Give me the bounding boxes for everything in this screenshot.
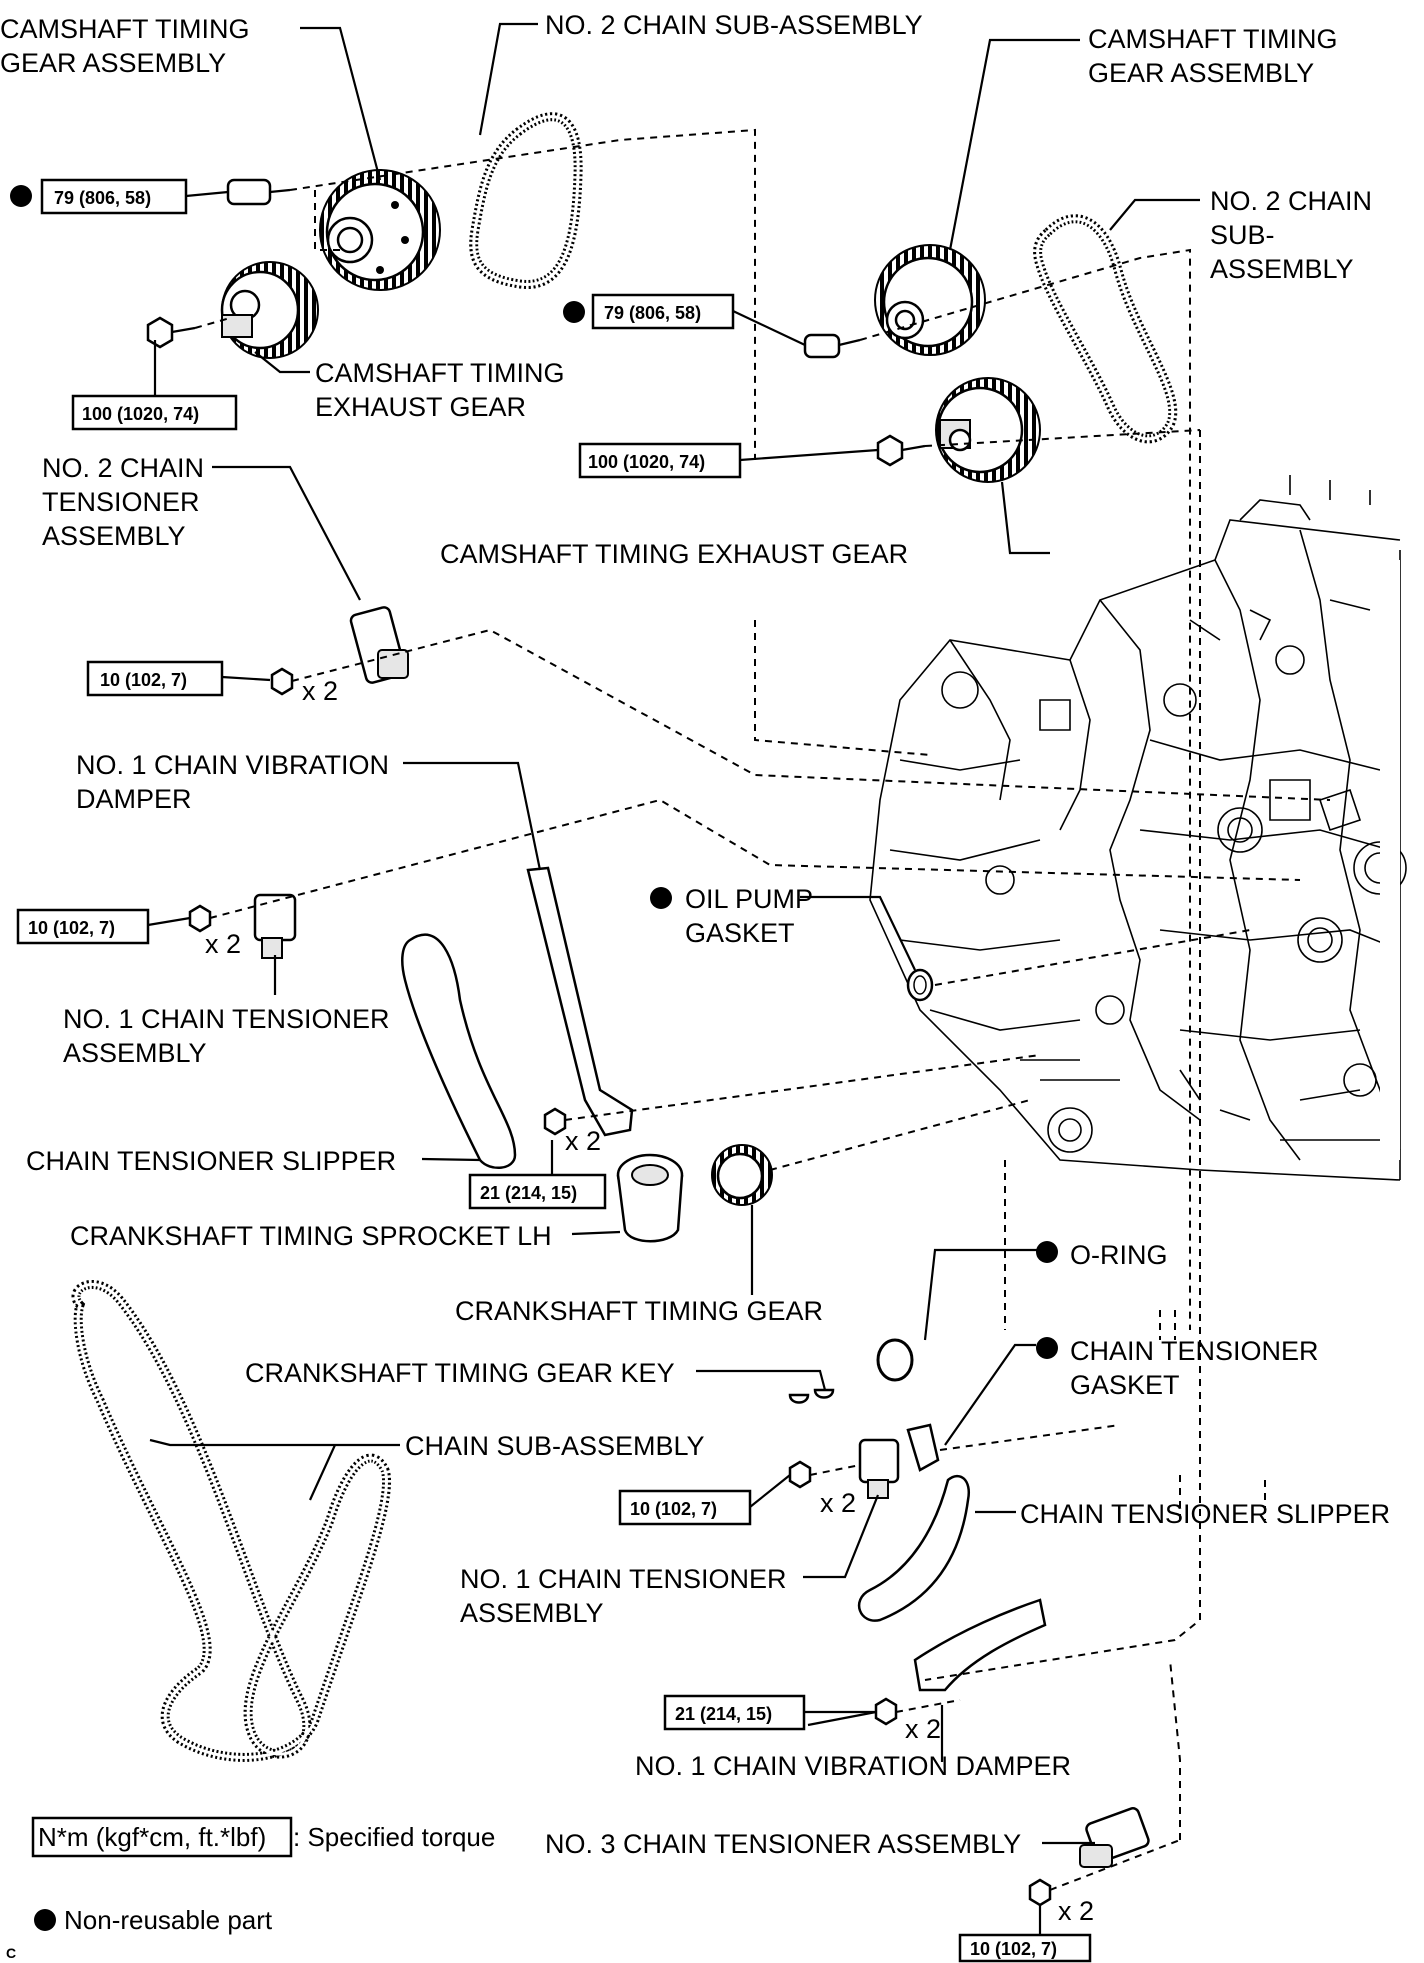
- bolt-21-right: [874, 1697, 898, 1726]
- no1-chain-tensioner-left: [253, 893, 297, 959]
- torque-79-left: 79 (806, 58): [54, 188, 151, 208]
- leader-lines: [147, 22, 1200, 1935]
- label-oil-pump-gasket-2: GASKET: [685, 918, 795, 948]
- label-crankshaft-timing-gear: CRANKSHAFT TIMING GEAR: [455, 1296, 823, 1326]
- label-crankshaft-sprocket-lh: CRANKSHAFT TIMING SPROCKET LH: [70, 1221, 552, 1251]
- torque-21-left: 21 (214, 15): [480, 1183, 577, 1203]
- corner-mark: C: [6, 1945, 16, 1961]
- chain-tensioner-slipper-left: [401, 933, 517, 1169]
- label-chain-tensioner-slipper-right: CHAIN TENSIONER SLIPPER: [1020, 1499, 1390, 1529]
- legend-dot: [34, 1909, 56, 1931]
- crankshaft-timing-gear: [711, 1144, 773, 1206]
- qty-no3-tensioner: x 2: [1058, 1896, 1094, 1926]
- legend-torque-desc: : Specified torque: [293, 1822, 495, 1852]
- bolt-10-no3: [1028, 1878, 1052, 1907]
- label-camshaft-timing-gear-left-2: GEAR ASSEMBLY: [0, 48, 226, 78]
- torque-10-no2: 10 (102, 7): [100, 670, 187, 690]
- camshaft-timing-exhaust-gear-left: [220, 261, 319, 359]
- camshaft-timing-gear-right: [874, 244, 986, 356]
- torque-10-no1-right: 10 (102, 7): [630, 1499, 717, 1519]
- label-camshaft-timing-gear-right-1: CAMSHAFT TIMING: [1088, 24, 1338, 54]
- qty-no1-tensioner-right: x 2: [820, 1488, 856, 1518]
- no1-chain-vibration-damper-right: [913, 1598, 1047, 1692]
- dot-o-ring: [1036, 1241, 1058, 1263]
- torque-100-left: 100 (1020, 74): [82, 404, 199, 424]
- qty-bolt-21-right: x 2: [905, 1714, 941, 1744]
- no2-chain-left: [469, 112, 583, 289]
- label-no2-chain-left: NO. 2 CHAIN SUB-ASSEMBLY: [545, 10, 923, 40]
- bolt-10-no1-right: [788, 1460, 812, 1489]
- camshaft-timing-exhaust-gear-right: [935, 377, 1041, 483]
- no2-chain-right: [1033, 214, 1178, 444]
- dot-79-right: [563, 301, 585, 323]
- label-no2-tensioner-1: NO. 2 CHAIN: [42, 453, 204, 483]
- qty-no2-tensioner: x 2: [302, 676, 338, 706]
- no1-chain-tensioner-right: [858, 1438, 900, 1499]
- oil-pump-gasket: [906, 968, 934, 1002]
- label-o-ring: O-RING: [1070, 1240, 1168, 1270]
- bolt-10-no2: [270, 667, 294, 696]
- label-camshaft-exhaust-left-2: EXHAUST GEAR: [315, 392, 526, 422]
- no3-chain-tensioner-assembly: [1079, 1807, 1150, 1868]
- torque-100-right: 100 (1020, 74): [588, 452, 705, 472]
- label-no1-tensioner-left-1: NO. 1 CHAIN TENSIONER: [63, 1004, 390, 1034]
- label-chain-sub-assembly: CHAIN SUB-ASSEMBLY: [405, 1431, 705, 1461]
- alignment-lines: [194, 128, 1331, 1891]
- engine-block: [869, 475, 1407, 1181]
- chain-tensioner-gasket: [906, 1423, 940, 1472]
- bolt-79-left: [226, 178, 291, 206]
- label-no2-tensioner-3: ASSEMBLY: [42, 521, 186, 551]
- dot-oil-pump-gasket: [650, 887, 672, 909]
- label-no2-chain-right-1: NO. 2 CHAIN: [1210, 186, 1372, 216]
- bolt-21-left: [543, 1107, 567, 1136]
- label-no1-tensioner-left-2: ASSEMBLY: [63, 1038, 207, 1068]
- label-chain-tensioner-slipper-left: CHAIN TENSIONER SLIPPER: [26, 1146, 396, 1176]
- dot-chain-tensioner-gasket: [1036, 1337, 1058, 1359]
- torque-10-no1-left: 10 (102, 7): [28, 918, 115, 938]
- no1-chain-vibration-damper-left: [526, 866, 634, 1137]
- main-chain-sub-assembly: [71, 1279, 392, 1762]
- torque-specs: 79 (806, 58) 79 (806, 58) 100 (1020, 74)…: [16, 178, 1092, 1963]
- label-chain-tensioner-gasket-2: GASKET: [1070, 1370, 1180, 1400]
- label-camshaft-exhaust-left-1: CAMSHAFT TIMING: [315, 358, 565, 388]
- crankshaft-timing-gear-key: [788, 1388, 835, 1404]
- bolt-100-left: [146, 316, 196, 349]
- label-camshaft-timing-gear-right-2: GEAR ASSEMBLY: [1088, 58, 1314, 88]
- qty-no1-tensioner-left: x 2: [205, 929, 241, 959]
- label-no1-tensioner-right-1: NO. 1 CHAIN TENSIONER: [460, 1564, 787, 1594]
- part-labels: CAMSHAFT TIMING GEAR ASSEMBLY NO. 2 CHAI…: [0, 10, 1390, 1859]
- legend: N*m (kgf*cm, ft.*lbf) : Specified torque…: [6, 1816, 495, 1961]
- chain-tensioner-slipper-right: [858, 1474, 971, 1622]
- label-no1-tensioner-right-2: ASSEMBLY: [460, 1598, 604, 1628]
- label-crankshaft-gear-key: CRANKSHAFT TIMING GEAR KEY: [245, 1358, 675, 1388]
- label-no1-vibration-damper-bottom: NO. 1 CHAIN VIBRATION DAMPER: [635, 1751, 1071, 1781]
- label-chain-tensioner-gasket-1: CHAIN TENSIONER: [1070, 1336, 1319, 1366]
- torque-21-right: 21 (214, 15): [675, 1704, 772, 1724]
- legend-non-reusable: Non-reusable part: [64, 1905, 273, 1935]
- bolt-79-right: [803, 333, 861, 359]
- bolt-10-no1-left: [188, 904, 212, 933]
- quantity-marks: x 2 x 2 x 2 x 2 x 2 x 2: [205, 676, 1094, 1926]
- torque-79-right: 79 (806, 58): [604, 303, 701, 323]
- dot-79-left: [10, 185, 32, 207]
- label-no1-vibration-damper-top-1: NO. 1 CHAIN VIBRATION: [76, 750, 389, 780]
- label-no2-chain-right-2: SUB-: [1210, 220, 1275, 250]
- label-camshaft-timing-gear-left-1: CAMSHAFT TIMING: [0, 14, 250, 44]
- label-oil-pump-gasket-1: OIL PUMP: [685, 884, 813, 914]
- bolt-100-right: [876, 434, 926, 467]
- label-no3-tensioner: NO. 3 CHAIN TENSIONER ASSEMBLY: [545, 1829, 1021, 1859]
- qty-bolt-21-left: x 2: [565, 1126, 601, 1156]
- label-no2-chain-right-3: ASSEMBLY: [1210, 254, 1354, 284]
- no2-chain-tensioner-assembly: [349, 606, 409, 684]
- label-no1-vibration-damper-top-2: DAMPER: [76, 784, 192, 814]
- torque-10-no3: 10 (102, 7): [970, 1939, 1057, 1959]
- non-reusable-markers: [10, 185, 1058, 1359]
- legend-torque-box: N*m (kgf*cm, ft.*lbf): [38, 1822, 266, 1852]
- o-ring: [876, 1338, 914, 1382]
- crankshaft-timing-sprocket-lh: [616, 1153, 684, 1243]
- label-no2-tensioner-2: TENSIONER: [42, 487, 200, 517]
- label-camshaft-exhaust-right: CAMSHAFT TIMING EXHAUST GEAR: [440, 539, 908, 569]
- camshaft-timing-gear-left: [319, 169, 441, 291]
